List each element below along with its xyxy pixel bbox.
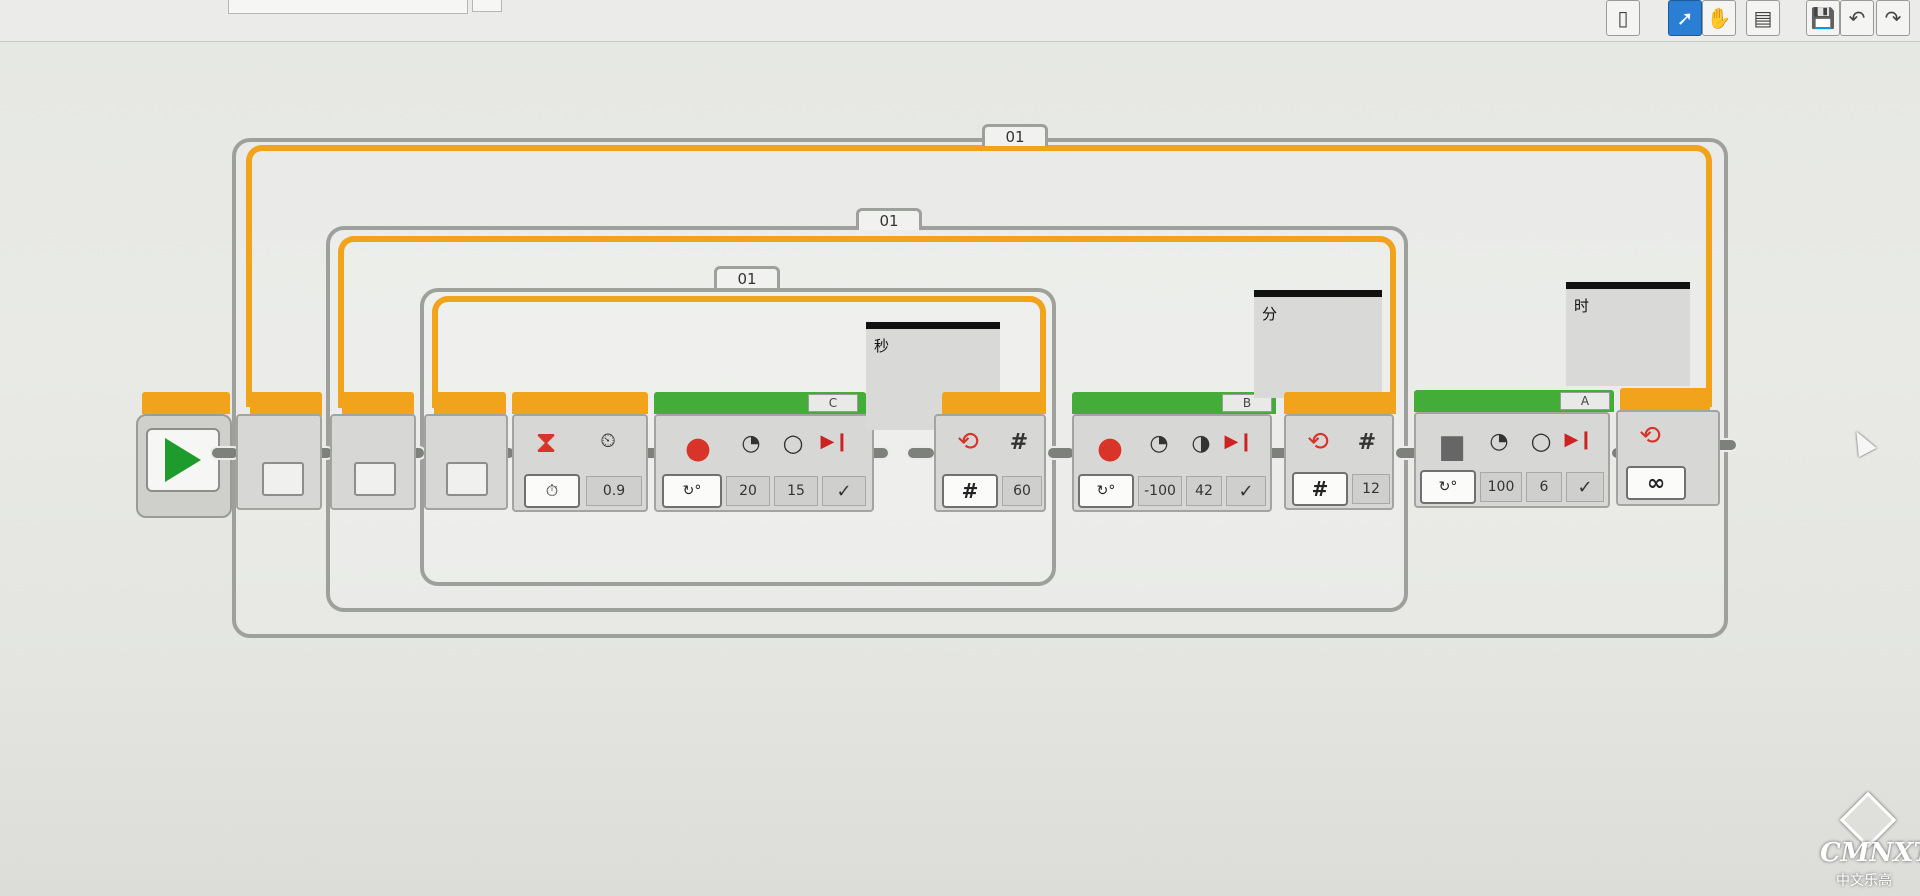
watermark-brand: CMNXT: [1820, 838, 1920, 868]
loop-middle-count-mode-button[interactable]: #: [1292, 472, 1348, 506]
hourglass-icon: ⧗: [535, 424, 557, 460]
loop-inner-end-cap: [942, 392, 1046, 414]
display-hours-block[interactable]: 时: [1566, 282, 1690, 386]
motor-a-degrees-input[interactable]: 6: [1526, 472, 1562, 502]
loop-inner-mode-button[interactable]: [446, 462, 488, 496]
count-icon: #: [1357, 429, 1377, 455]
motor-c-mode-button[interactable]: ↻°: [662, 474, 722, 508]
power-gauge-icon: ◔: [1149, 430, 1169, 456]
motor-b-mode-button[interactable]: ↻°: [1078, 474, 1134, 508]
comment-icon[interactable]: ▤: [1746, 0, 1780, 36]
select-pointer-icon[interactable]: ➚: [1668, 0, 1702, 36]
power-gauge-icon: ◔: [741, 430, 761, 456]
loop-inner-count-input[interactable]: 60: [1002, 476, 1042, 506]
loop-inner-start[interactable]: [424, 414, 508, 510]
motor-c-block[interactable]: ● ◔ ○ ▶❙ ↻° 20 15 ✓: [654, 414, 874, 512]
loop-outer-end[interactable]: ⟲ ∞: [1616, 410, 1720, 506]
start-block-cap: [142, 392, 230, 414]
loop-middle-count-input[interactable]: 12: [1352, 474, 1390, 504]
motor-b-degrees-input[interactable]: 42: [1186, 476, 1222, 506]
large-motor-icon: ▆: [1441, 427, 1463, 461]
motor-a-block[interactable]: ▆ ◔ ○ ▶❙ ↻° 100 6 ✓: [1414, 412, 1610, 508]
loop-inner-count-mode-button[interactable]: #: [942, 474, 998, 508]
degrees-icon: ○: [1530, 427, 1552, 455]
loop-inner-end[interactable]: ⟲ # # 60: [934, 414, 1046, 512]
loop-outer-wire: [246, 145, 1712, 407]
wait-seconds-input[interactable]: 0.9: [586, 476, 642, 506]
loop-outer-start[interactable]: [236, 414, 322, 510]
wait-block-cap: [512, 392, 648, 414]
play-button[interactable]: [146, 428, 220, 492]
power-gauge-icon: ◔: [1489, 428, 1509, 454]
loop-interrupt-icon: ⟲: [957, 427, 979, 457]
motor-c-brake-toggle[interactable]: ✓: [822, 476, 866, 506]
motor-c-power-input[interactable]: 20: [726, 476, 770, 506]
wait-mode-button[interactable]: ⏱: [524, 474, 580, 508]
timer-icon: ⏲: [600, 428, 616, 452]
display-seconds-text: 秒: [874, 337, 890, 355]
motor-c-port[interactable]: C: [808, 394, 858, 412]
loop-inner-label[interactable]: 01: [714, 266, 780, 288]
wait-block[interactable]: ⧗ ⏲ ⏱ 0.9: [512, 414, 648, 512]
loop-outer-start-cap: [250, 392, 322, 416]
save-icon[interactable]: 💾: [1806, 0, 1840, 36]
motor-b-brake-toggle[interactable]: ✓: [1226, 476, 1266, 506]
brake-at-end-icon: ▶❙: [1224, 430, 1254, 452]
mouse-cursor-icon: [1847, 426, 1877, 458]
medium-motor-icon: ●: [684, 430, 712, 466]
degrees-icon: ○: [782, 429, 804, 457]
brake-at-end-icon: ▶❙: [820, 430, 850, 452]
loop-outer-label[interactable]: 01: [982, 124, 1048, 146]
loop-middle-end[interactable]: ⟲ # # 12: [1284, 414, 1394, 510]
motor-c-degrees-input[interactable]: 15: [774, 476, 818, 506]
start-block[interactable]: [136, 414, 232, 518]
count-icon: #: [1009, 429, 1029, 455]
display-minutes-text: 分: [1262, 305, 1278, 323]
motor-a-mode-button[interactable]: ↻°: [1420, 470, 1476, 504]
loop-middle-label[interactable]: 01: [856, 208, 922, 230]
redo-icon[interactable]: ↷: [1876, 0, 1910, 36]
new-program-icon[interactable]: ▯: [1606, 0, 1640, 36]
motor-b-port[interactable]: B: [1222, 394, 1272, 412]
display-minutes-block[interactable]: 分: [1254, 290, 1382, 398]
brake-at-end-icon: ▶❙: [1564, 428, 1594, 450]
undo-icon[interactable]: ↶: [1840, 0, 1874, 36]
loop-outer-mode-button[interactable]: [262, 462, 304, 496]
medium-motor-icon: ●: [1096, 430, 1124, 466]
loop-inner-start-cap: [434, 392, 506, 416]
program-tab[interactable]: [228, 0, 468, 14]
loop-outer-unlimited-mode-button[interactable]: ∞: [1626, 466, 1686, 500]
display-hours-text: 时: [1574, 297, 1590, 315]
play-icon: [165, 438, 201, 482]
loop-outer-end-cap: [1620, 388, 1710, 410]
degrees-icon: ◑: [1191, 430, 1211, 456]
loop-middle-start-cap: [342, 392, 414, 416]
loop-inner-wire: [432, 296, 1046, 408]
pan-hand-icon[interactable]: ✋: [1702, 0, 1736, 36]
sequence-connector: [906, 446, 936, 460]
loop-middle-end-cap: [1284, 392, 1396, 414]
motor-b-power-input[interactable]: -100: [1138, 476, 1182, 506]
motor-a-port[interactable]: A: [1560, 392, 1610, 410]
watermark-subtitle: 中文乐高: [1836, 873, 1892, 889]
motor-a-power-input[interactable]: 100: [1480, 472, 1522, 502]
add-tab-button[interactable]: [472, 0, 502, 12]
loop-middle-wire: [338, 236, 1396, 408]
motor-b-block[interactable]: ● ◔ ◑ ▶❙ ↻° -100 42 ✓: [1072, 414, 1272, 512]
loop-interrupt-icon: ⟲: [1639, 421, 1661, 451]
loop-middle-start[interactable]: [330, 414, 416, 510]
loop-middle-mode-button[interactable]: [354, 462, 396, 496]
loop-interrupt-icon: ⟲: [1307, 427, 1329, 457]
motor-a-brake-toggle[interactable]: ✓: [1566, 472, 1604, 502]
